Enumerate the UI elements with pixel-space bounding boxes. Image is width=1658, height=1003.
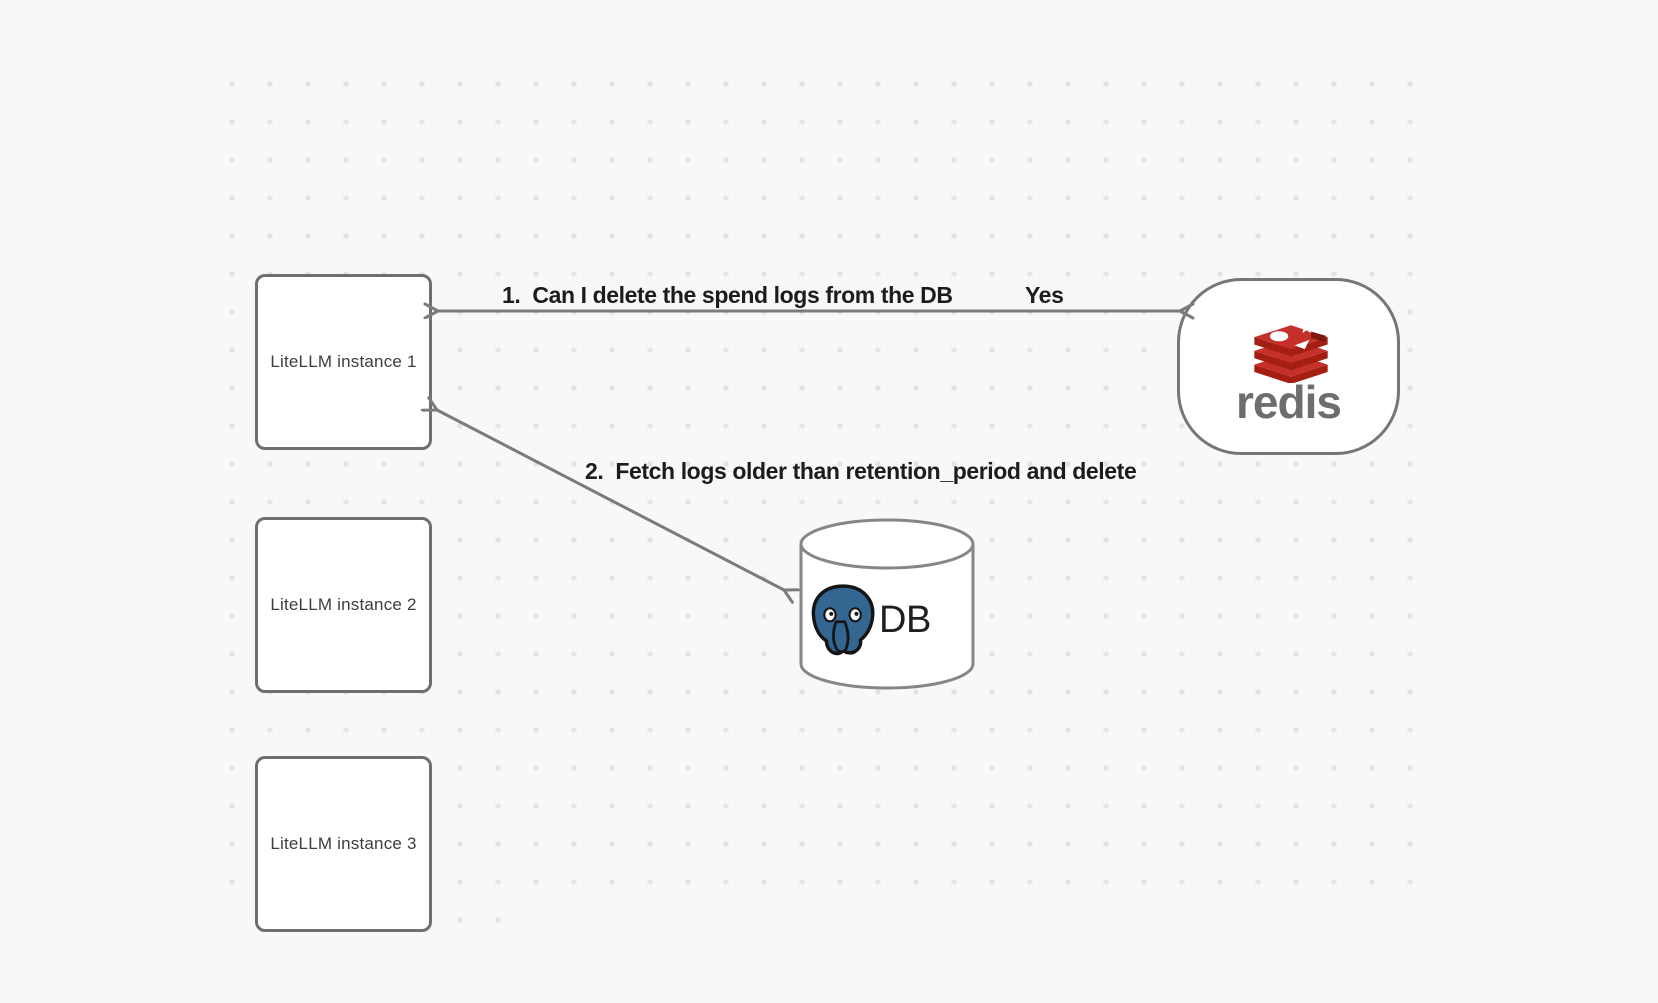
node-redis[interactable]: redis [1177, 278, 1400, 455]
node-litellm-instance-3[interactable]: LiteLLM instance 3 [255, 756, 432, 932]
redis-stack-icon [1254, 319, 1328, 383]
edge-1-response-label: Yes [1025, 282, 1064, 308]
redis-wordmark: redis [1236, 376, 1342, 428]
node-litellm-instance-1[interactable]: LiteLLM instance 1 [255, 274, 432, 450]
node-label: LiteLLM instance 1 [270, 352, 417, 371]
arrow-litellm-db[interactable] [437, 410, 784, 590]
node-litellm-instance-2[interactable]: LiteLLM instance 2 [255, 517, 432, 693]
edge-1-label: 1. Can I delete the spend logs from the … [502, 282, 953, 308]
edge-2-label: 2. Fetch logs older than retention_perio… [585, 458, 1137, 484]
db-label: DB [879, 599, 931, 641]
dot-grid-extension [441, 901, 518, 939]
node-db[interactable]: DB [799, 518, 975, 690]
node-label: LiteLLM instance 3 [270, 834, 417, 853]
postgresql-elephant-icon [811, 584, 875, 656]
node-label: LiteLLM instance 2 [270, 595, 417, 614]
